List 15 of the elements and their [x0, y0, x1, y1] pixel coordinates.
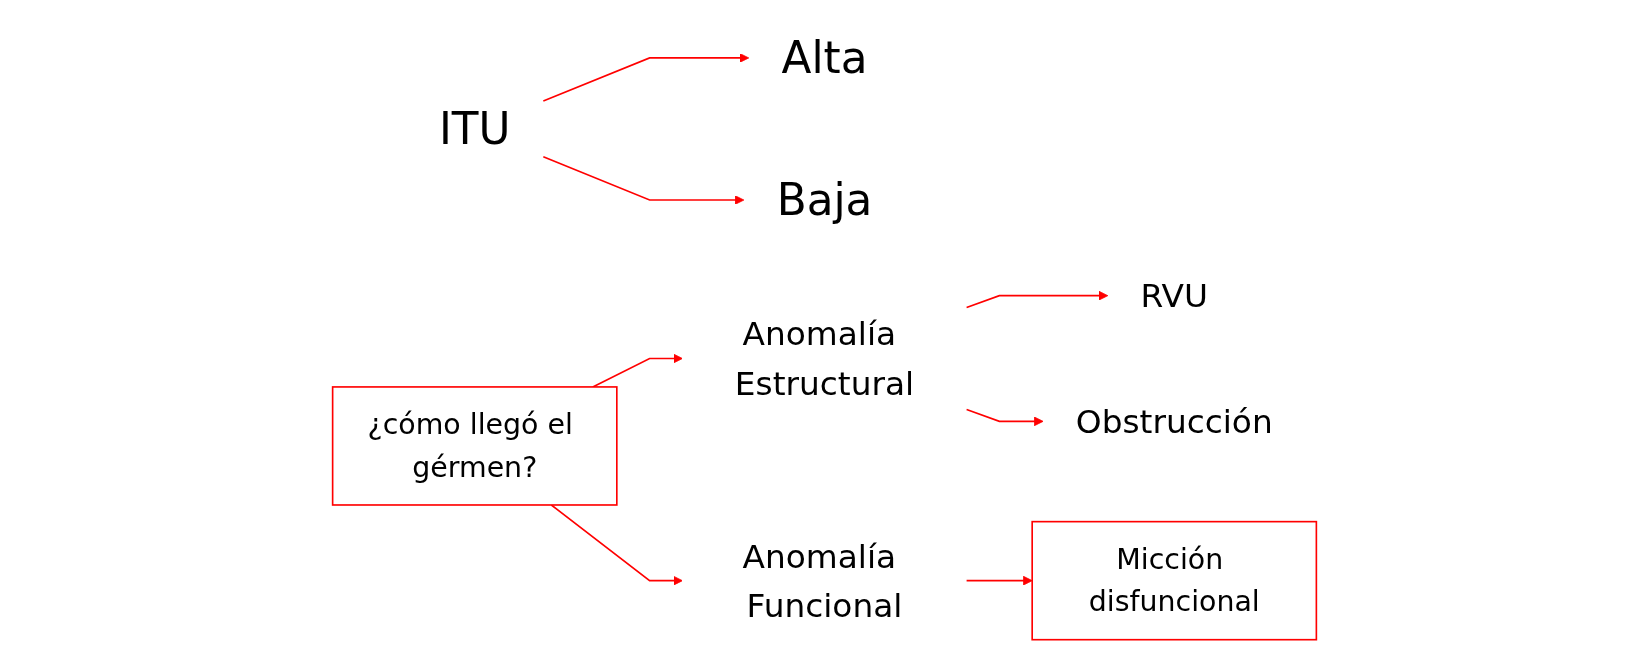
node-text: Baja [776, 174, 873, 226]
node-text: RVU [1140, 276, 1208, 315]
arrow [965, 408, 1044, 427]
node-box: ¿cómo llegó el gérmen? [331, 386, 618, 506]
node-text: Anomalía Funcional [742, 536, 903, 625]
node-text: Obstrucción [1075, 402, 1273, 441]
node-text: Alta [781, 32, 868, 84]
node-box: Micción disfuncional [1031, 520, 1318, 641]
arrow [550, 504, 683, 586]
arrow [965, 290, 1109, 309]
arrow [965, 575, 1033, 586]
node-text: Anomalía Estructural [734, 314, 915, 403]
node-text: ITU [438, 103, 511, 155]
arrow [542, 53, 750, 102]
arrow [542, 156, 745, 205]
